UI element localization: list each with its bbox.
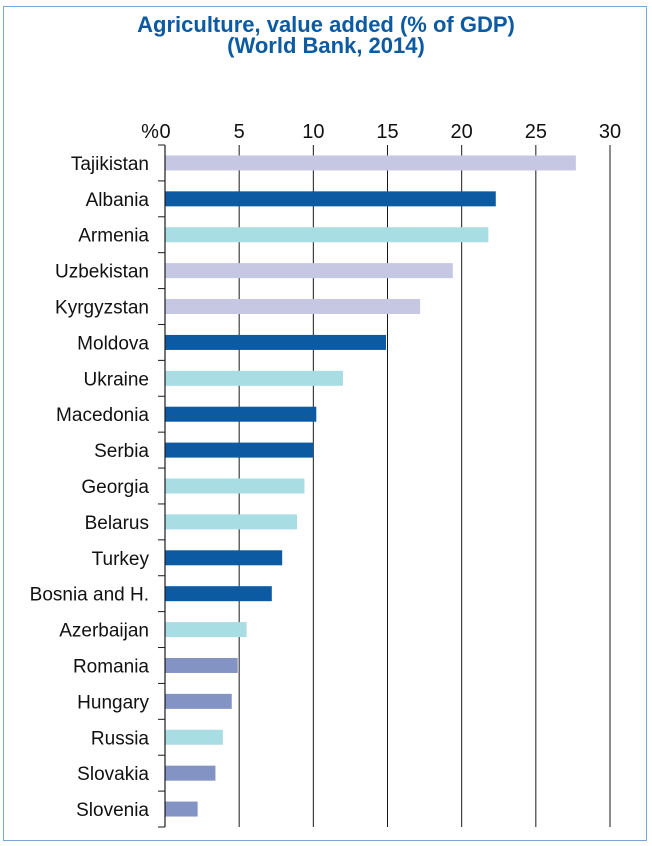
category-label: Slovakia [77, 764, 149, 785]
bar [165, 693, 232, 709]
category-label: Tajikistan [71, 154, 149, 175]
chart-subtitle: (World Bank, 2014) [227, 33, 425, 58]
category-label: Macedonia [56, 405, 149, 426]
bar [165, 657, 238, 673]
category-label: Bosnia and H. [30, 585, 149, 606]
bar [165, 765, 216, 781]
chart-title: Agriculture, value added (% of GDP) [137, 12, 515, 37]
chart-title-block: Agriculture, value added (% of GDP) (Wor… [0, 12, 652, 58]
bar [165, 406, 317, 422]
category-label: Hungary [77, 692, 149, 713]
bar [165, 586, 272, 602]
bar [165, 622, 247, 638]
bar [165, 442, 314, 458]
chart-frame [3, 6, 647, 841]
category-label: Romania [73, 656, 149, 677]
axes [158, 144, 166, 828]
x-tick-label: 25 [525, 121, 547, 143]
bar [165, 729, 223, 745]
bar [165, 801, 198, 817]
x-tick-label: 0 [159, 121, 170, 143]
bar [165, 227, 489, 243]
category-label: Ukraine [84, 369, 149, 390]
axis-unit-label: % [141, 121, 159, 143]
category-label: Kyrgyzstan [55, 298, 149, 319]
category-label: Moldova [77, 333, 149, 354]
category-label: Slovenia [76, 800, 149, 821]
x-tick-labels: 0 5 10 15 20 25 30 [159, 121, 621, 143]
x-tick-label: 5 [234, 121, 245, 143]
category-label: Uzbekistan [55, 262, 149, 283]
x-tick-label: 10 [302, 121, 324, 143]
category-labels: TajikistanAlbaniaArmeniaUzbekistanKyrgyz… [30, 154, 150, 821]
grid-lines [238, 145, 611, 827]
category-label: Belarus [85, 513, 149, 534]
x-tick-label: 20 [451, 121, 473, 143]
category-label: Russia [91, 728, 150, 749]
bar [165, 299, 421, 315]
category-label: Georgia [81, 477, 149, 498]
category-label: Serbia [94, 441, 149, 462]
x-tick-label: 15 [376, 121, 398, 143]
category-label: Turkey [92, 549, 150, 570]
bar [165, 334, 387, 350]
bars [165, 155, 576, 817]
category-label: Azerbaijan [59, 621, 149, 642]
x-tick-label: 30 [599, 121, 621, 143]
bar [165, 191, 496, 207]
category-label: Armenia [78, 226, 149, 247]
bar [165, 550, 283, 566]
bar [165, 478, 305, 494]
category-label: Albania [86, 190, 150, 211]
bar [165, 370, 343, 386]
bar [165, 263, 453, 279]
bar [165, 514, 298, 530]
bar [165, 155, 576, 171]
